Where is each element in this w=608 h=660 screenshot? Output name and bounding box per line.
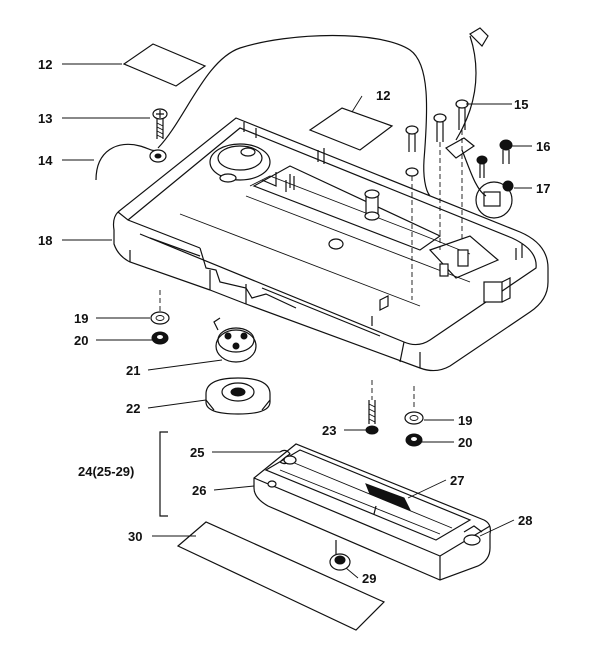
callout-25: 25 <box>190 445 204 460</box>
callout-15: 15 <box>514 97 528 112</box>
part-14-ground-lug <box>149 149 167 163</box>
callout-30: 30 <box>128 529 142 544</box>
part-24-battery-cover-assembly <box>253 443 491 581</box>
part-28-terminal <box>463 534 481 546</box>
assembly-bracket <box>159 431 168 517</box>
part-19-foot-left <box>150 290 170 325</box>
part-29-latch-knob <box>329 540 351 571</box>
part-15-screws <box>405 99 469 300</box>
callout-24: 24(25-29) <box>78 464 134 479</box>
part-20-nut-right <box>405 433 423 447</box>
leader-lines <box>62 63 532 579</box>
callout-19a: 19 <box>74 311 88 326</box>
callout-17: 17 <box>536 181 550 196</box>
part-30-label-sheet <box>176 521 386 631</box>
part-23-screw <box>365 380 379 435</box>
callout-12b: 12 <box>376 88 390 103</box>
callout-20b: 20 <box>458 435 472 450</box>
callout-20a: 20 <box>74 333 88 348</box>
callout-23: 23 <box>322 423 336 438</box>
part-17-terminal-bracket <box>445 137 514 219</box>
callout-26: 26 <box>192 483 206 498</box>
cable-harness <box>95 27 489 197</box>
callout-21: 21 <box>126 363 140 378</box>
part-21-round-connector <box>213 317 257 363</box>
part-16-screw <box>476 139 513 178</box>
callout-16: 16 <box>536 139 550 154</box>
part-12-label-sheet-top <box>122 43 207 87</box>
part-22-cover-cap <box>205 377 271 415</box>
callout-22: 22 <box>126 401 140 416</box>
part-20-nut-left <box>151 331 169 345</box>
callout-18: 18 <box>38 233 52 248</box>
part-13-screw <box>152 108 168 139</box>
part-27-contact-plate <box>365 483 412 511</box>
callout-14: 14 <box>38 153 53 168</box>
callout-labels: 12 13 14 12 15 16 17 18 19 20 21 22 23 1… <box>38 57 550 586</box>
part-19-foot-right <box>404 386 424 425</box>
callout-19b: 19 <box>458 413 472 428</box>
part-12-label-sheet-inner <box>308 107 394 151</box>
callout-29: 29 <box>362 571 376 586</box>
part-18-main-case <box>112 117 549 372</box>
callout-13: 13 <box>38 111 52 126</box>
callout-12a: 12 <box>38 57 52 72</box>
callout-28: 28 <box>518 513 532 528</box>
callout-27: 27 <box>450 473 464 488</box>
